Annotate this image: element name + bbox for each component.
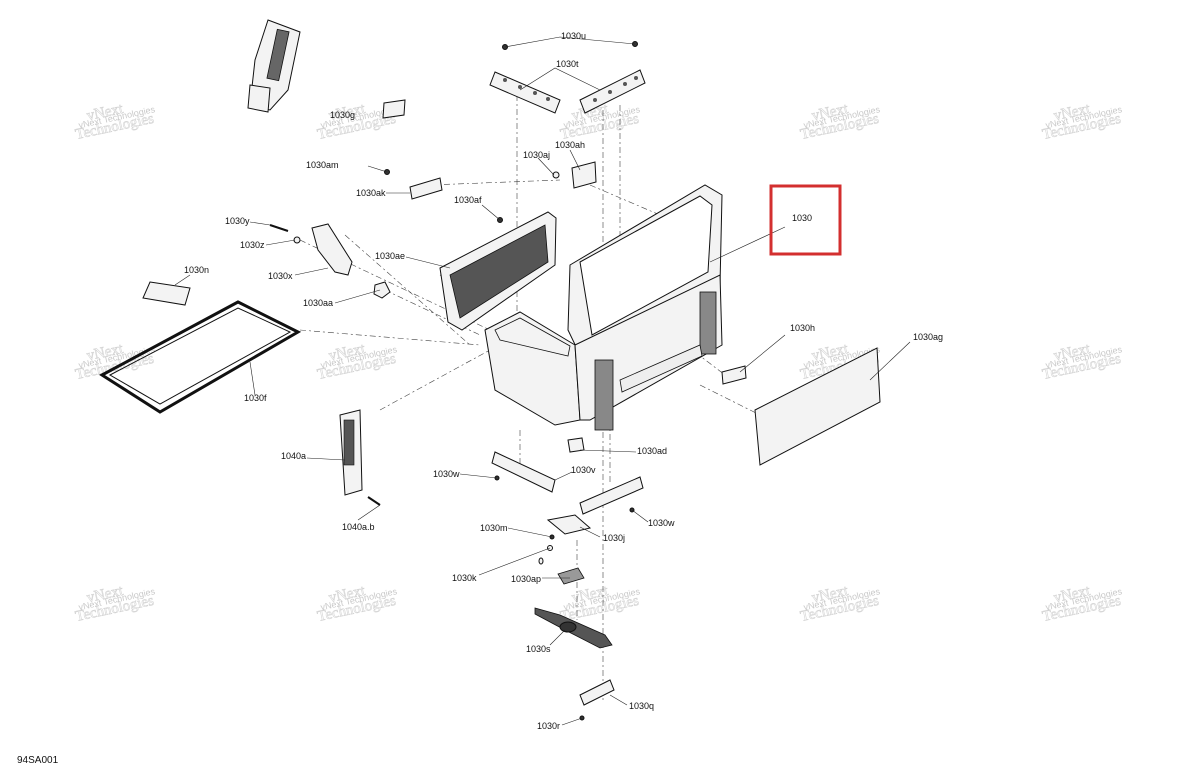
- part-1030aj: [552, 171, 560, 179]
- part-1030w-right-rail: [579, 476, 644, 515]
- part-1030ae-mesh-lid: [439, 211, 557, 331]
- label-1030t[interactable]: 1030t: [556, 59, 579, 69]
- label-1030v[interactable]: 1030v: [571, 465, 596, 475]
- label-1030w-right[interactable]: 1030w: [648, 518, 675, 528]
- part-1030t-hinges: [489, 69, 646, 114]
- label-1030q[interactable]: 1030q: [629, 701, 654, 711]
- part-1030f-gasket: [99, 300, 302, 414]
- part-1030aa: [373, 281, 391, 299]
- label-1030ad[interactable]: 1030ad: [637, 446, 667, 456]
- part-1030ap: [557, 567, 585, 585]
- part-1030h: [721, 365, 747, 385]
- part-1030s-strap: [534, 607, 613, 649]
- label-1030s[interactable]: 1030s: [526, 644, 551, 654]
- label-1030ag[interactable]: 1030ag: [913, 332, 943, 342]
- label-1040a[interactable]: 1040a: [281, 451, 306, 461]
- label-1030x[interactable]: 1030x: [268, 271, 293, 281]
- part-1030-main-box: [484, 184, 723, 431]
- part-1030ap-nut: [538, 557, 544, 565]
- label-1030r[interactable]: 1030r: [537, 721, 560, 731]
- label-1030[interactable]: 1030: [792, 213, 812, 223]
- label-1030am[interactable]: 1030am: [306, 160, 339, 170]
- part-1030x: [311, 223, 353, 276]
- label-1040ab[interactable]: 1040a.b: [342, 522, 375, 532]
- label-1030j[interactable]: 1030j: [603, 533, 625, 543]
- label-1030af[interactable]: 1030af: [454, 195, 482, 205]
- label-1030aa[interactable]: 1030aa: [303, 298, 333, 308]
- part-1030ak: [409, 177, 443, 200]
- part-1030q: [579, 679, 615, 706]
- label-1030n[interactable]: 1030n: [184, 265, 209, 275]
- part-1030ah: [571, 161, 597, 189]
- part-1030y: [269, 224, 289, 232]
- label-1030m[interactable]: 1030m: [480, 523, 508, 533]
- label-1030f[interactable]: 1030f: [244, 393, 267, 403]
- label-1030ap[interactable]: 1030ap: [511, 574, 541, 584]
- part-1040ab: [367, 496, 381, 506]
- part-1030w-left-rail: [491, 451, 556, 493]
- part-1030g-handle: [247, 19, 301, 113]
- part-1030n: [142, 281, 191, 306]
- part-shapes: [99, 19, 881, 721]
- callout-labels: 1030 1030u 1030t 1030g 1030am 1030aj 103…: [184, 31, 943, 731]
- label-1030z[interactable]: 1030z: [240, 240, 265, 250]
- label-1030ae[interactable]: 1030ae: [375, 251, 405, 261]
- part-1030j: [546, 514, 592, 535]
- part-1040a-handle: [339, 409, 363, 496]
- label-1030k[interactable]: 1030k: [452, 573, 477, 583]
- drawing-id: 94SA001: [17, 755, 59, 766]
- part-1030ag: [754, 347, 881, 466]
- label-1030y[interactable]: 1030y: [225, 216, 250, 226]
- label-1030ak[interactable]: 1030ak: [356, 188, 386, 198]
- label-1030ah[interactable]: 1030ah: [555, 140, 585, 150]
- label-1030h[interactable]: 1030h: [790, 323, 815, 333]
- label-1030aj[interactable]: 1030aj: [523, 150, 550, 160]
- label-1030u[interactable]: 1030u: [561, 31, 586, 41]
- part-1030g-plate: [382, 99, 406, 119]
- label-1030w-left[interactable]: 1030w: [433, 469, 460, 479]
- highlight-box-1030[interactable]: [769, 184, 842, 256]
- label-1030g[interactable]: 1030g: [330, 110, 355, 120]
